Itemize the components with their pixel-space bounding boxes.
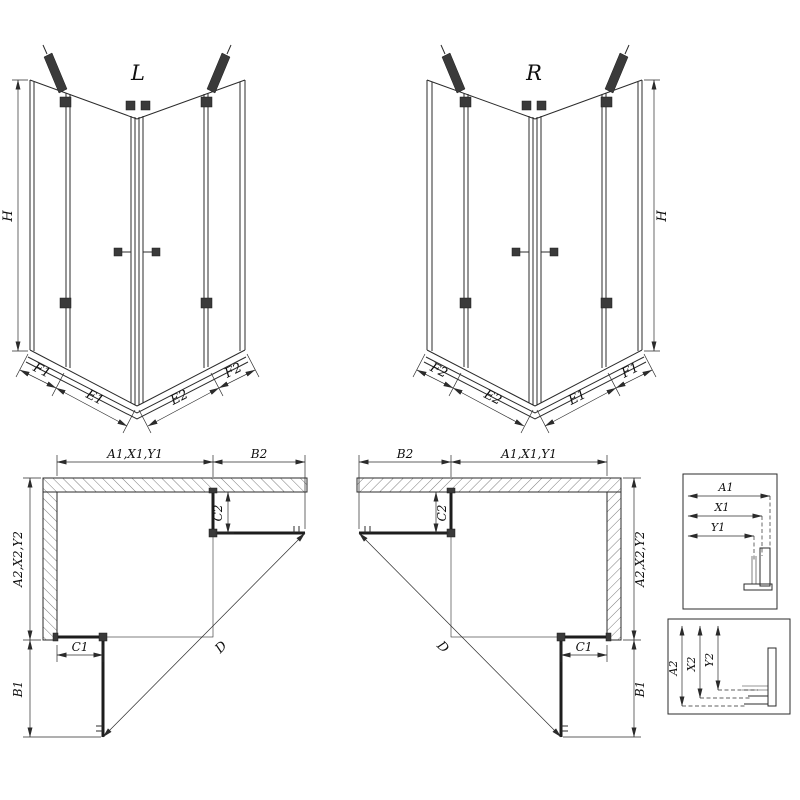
variant-label-l: L [130,61,145,85]
wall-profile-section [742,647,777,707]
detail-label-y2: Y2 [703,653,716,667]
detail-label-a1: A1 [718,481,734,494]
detail-box-horizontal: A1 X1 Y1 [682,473,778,610]
dim-label-a1x1y1: A1,X1,Y1 [106,447,163,461]
detail-label-x2: X2 [685,657,698,673]
dim-label-f1: F1 [618,360,641,382]
plan-view-left-linework [23,455,307,737]
dim-label-b1: B1 [633,681,647,698]
dim-label-f1: F1 [30,360,53,382]
detail-label-x1: X1 [714,501,730,514]
dim-label-a2x2y2: A2,X2,Y2 [633,531,647,588]
dim-label-d: D [433,638,452,657]
detail-label-y1: Y1 [711,521,725,534]
dim-label-e1: E1 [82,387,106,409]
dim-label-a2x2y2: A2,X2,Y2 [11,531,25,588]
detail-box-border [682,473,778,610]
plan-view-right: B2 A1,X1,Y1 C2 A2,X2,Y2 B1 C1 D [357,447,647,737]
dim-label-b1: B1 [11,681,25,698]
height-dim-label: H [655,210,670,223]
dim-label-c1: C1 [72,640,89,654]
dim-label-c1: C1 [576,640,593,654]
dim-label-b2: B2 [250,447,267,461]
dim-label-a1x1y1: A1,X1,Y1 [500,447,557,461]
detail-box-vertical: A2 X2 Y2 [667,618,791,715]
wall-profile-section [743,547,773,591]
height-dim-label: H [1,210,16,223]
plan-view-right-linework [357,455,641,737]
iso-view-left: L H F1 E1 E2 F2 [1,45,259,433]
dim-label-e2: E2 [167,387,191,409]
variant-label-r: R [525,61,542,85]
dim-label-d: D [212,638,231,657]
dim-label-f2: F2 [221,360,244,382]
dim-label-f2: F2 [427,360,450,382]
dim-label-c2: C2 [435,505,449,522]
dim-label-e1: E1 [565,387,589,409]
iso-view-right: R H F2 E2 E1 F1 [413,45,670,433]
dim-label-b2: B2 [396,447,413,461]
dim-label-c2: C2 [211,505,225,522]
dim-label-e2: E2 [480,387,504,409]
detail-label-a2: A2 [667,661,680,677]
plan-view-left: A1,X1,Y1 B2 C2 A2,X2,Y2 B1 C1 D [11,447,307,737]
detail-box-border [667,618,791,715]
